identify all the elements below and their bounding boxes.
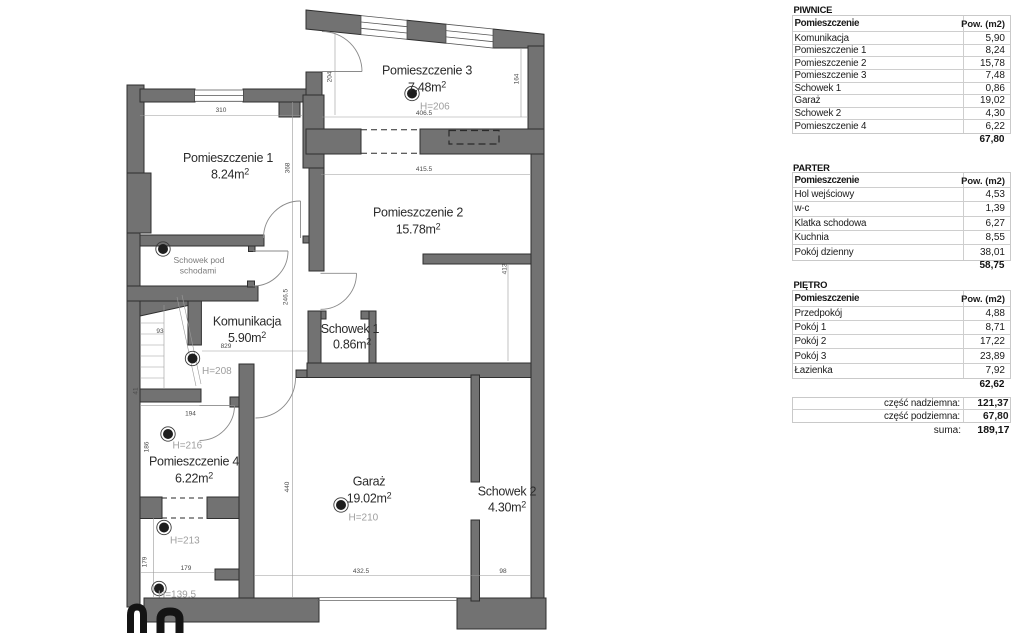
svg-text:6.22m2: 6.22m2 [175,471,213,486]
svg-text:98: 98 [499,568,507,575]
svg-text:H=216: H=216 [173,441,203,452]
svg-text:5.90m2: 5.90m2 [228,330,266,345]
svg-text:41: 41 [133,387,140,395]
svg-text:H=139.5: H=139.5 [158,590,197,601]
svg-text:Schowek 1: Schowek 1 [321,322,380,336]
svg-text:179: 179 [142,556,149,567]
svg-text:schodami: schodami [180,266,216,276]
svg-text:Schowek pod: Schowek pod [173,255,224,265]
svg-text:7.48m2: 7.48m2 [408,80,446,95]
svg-text:Pomieszczenie 4: Pomieszczenie 4 [149,455,239,469]
svg-text:15.78m2: 15.78m2 [396,222,441,237]
svg-text:194: 194 [185,411,196,418]
svg-text:0.86m2: 0.86m2 [333,337,371,352]
svg-text:19.02m2: 19.02m2 [347,491,392,506]
svg-text:246.5: 246.5 [283,288,290,305]
svg-text:4.30m2: 4.30m2 [488,500,526,515]
svg-text:413: 413 [502,263,509,274]
svg-text:H=208: H=208 [202,366,232,377]
svg-text:415.5: 415.5 [416,166,433,173]
svg-text:179: 179 [181,565,192,572]
svg-text:186: 186 [144,441,151,452]
svg-text:8.24m2: 8.24m2 [211,167,249,182]
svg-text:H=213: H=213 [170,536,200,547]
svg-text:H=206: H=206 [420,102,450,113]
svg-text:368: 368 [285,162,292,173]
svg-text:310: 310 [216,107,227,114]
svg-text:Garaż: Garaż [353,475,386,489]
svg-text:93: 93 [156,328,164,335]
svg-text:Pomieszczenie 3: Pomieszczenie 3 [382,64,472,78]
svg-text:Pomieszczenie 2: Pomieszczenie 2 [373,206,463,220]
svg-text:164: 164 [514,73,521,84]
svg-text:829: 829 [221,343,232,350]
svg-text:440: 440 [284,481,291,492]
svg-text:204: 204 [327,71,334,82]
svg-text:406.5: 406.5 [416,110,433,117]
svg-text:432.5: 432.5 [353,568,370,575]
svg-text:Pomieszczenie 1: Pomieszczenie 1 [183,151,273,165]
svg-text:Komunikacja: Komunikacja [213,315,282,329]
svg-text:Schowek 2: Schowek 2 [478,485,537,499]
svg-text:H=210: H=210 [349,513,379,524]
